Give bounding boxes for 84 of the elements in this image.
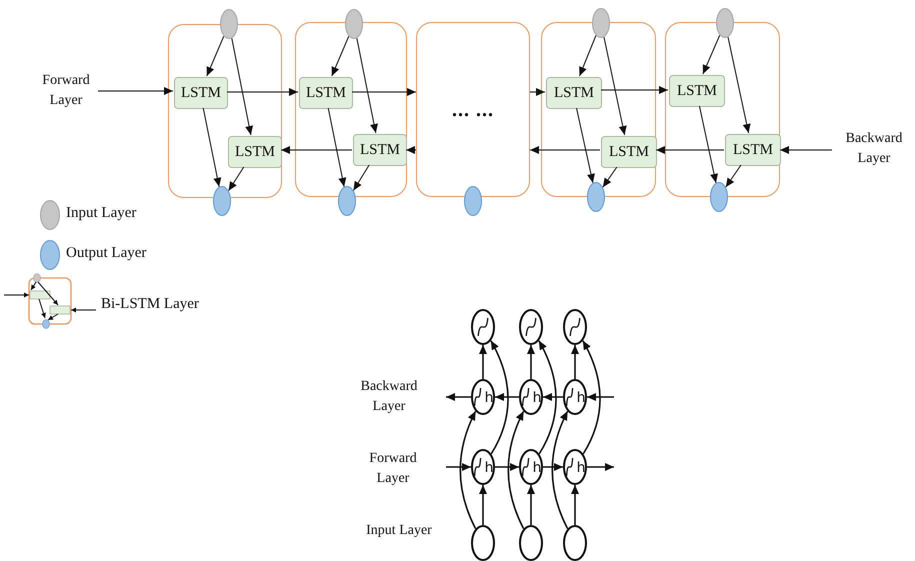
arrow xyxy=(582,340,601,454)
arrow xyxy=(479,345,487,379)
arrow xyxy=(231,38,254,136)
arrow xyxy=(698,106,718,184)
hidden-unit: h xyxy=(519,379,543,415)
arrow xyxy=(530,88,546,96)
output-node xyxy=(338,186,356,216)
output-unit xyxy=(563,309,587,345)
arrow xyxy=(495,393,519,401)
lstm-cell: LSTM xyxy=(299,77,353,109)
output-node xyxy=(710,182,728,212)
layer-frame xyxy=(168,24,282,198)
hidden-unit: h xyxy=(519,449,543,485)
output-node xyxy=(464,186,482,216)
output-unit xyxy=(519,309,543,345)
input-node xyxy=(220,9,238,39)
lstm-cell: LSTM xyxy=(353,134,407,166)
input-node xyxy=(592,8,610,38)
output-node xyxy=(213,186,231,216)
arrow xyxy=(495,463,519,471)
arrow xyxy=(543,393,563,401)
arrow xyxy=(331,36,350,76)
hidden-unit: h xyxy=(563,449,587,485)
arrow xyxy=(530,146,600,154)
lstm-cell: LSTM xyxy=(228,136,282,168)
arrow xyxy=(600,86,668,94)
arrow xyxy=(602,166,618,188)
arrow xyxy=(406,146,416,154)
legend-label: Input Layer xyxy=(66,205,136,222)
arrow xyxy=(587,463,614,471)
arrow xyxy=(780,146,832,154)
arrow xyxy=(202,108,222,188)
lstm-cell: LSTM xyxy=(601,136,657,168)
layer-label: Backward Layer xyxy=(360,378,418,416)
arrow xyxy=(656,146,724,154)
layer-label: Input Layer xyxy=(366,522,432,540)
input-node xyxy=(716,8,734,38)
arrow xyxy=(228,166,244,192)
layer-label: Forward Layer xyxy=(368,450,418,488)
arrow xyxy=(538,340,557,454)
arrow xyxy=(479,485,487,525)
arrow xyxy=(446,463,471,471)
arrow xyxy=(98,87,174,95)
lstm-cell: LSTM xyxy=(725,134,781,166)
output-unit xyxy=(471,309,495,345)
arrow xyxy=(576,108,595,184)
hidden-unit: h xyxy=(471,449,495,485)
lstm-cell: LSTM xyxy=(174,77,228,109)
arrow xyxy=(352,164,370,192)
hidden-unit: h xyxy=(563,379,587,415)
legend-label: Output Layer xyxy=(66,245,146,262)
input-node xyxy=(345,9,363,39)
arrow xyxy=(702,34,720,74)
input-unit xyxy=(471,525,495,561)
arrow xyxy=(527,345,535,379)
arrow xyxy=(356,38,378,134)
arrow xyxy=(280,146,352,154)
arrow xyxy=(587,393,614,401)
lstm-cell: LSTM xyxy=(669,75,725,107)
hidden-unit: h xyxy=(471,379,495,415)
input-unit xyxy=(519,525,543,561)
legend-label: Bi-LSTM Layer xyxy=(101,296,199,313)
arrow xyxy=(446,393,471,401)
arrow xyxy=(571,345,579,379)
arrow xyxy=(328,108,346,188)
arrow xyxy=(352,88,416,96)
output-node xyxy=(587,182,605,212)
lstm-cell: LSTM xyxy=(546,77,602,109)
arrow xyxy=(206,36,224,76)
arrow xyxy=(728,36,751,134)
arrow xyxy=(571,485,579,525)
arrow xyxy=(579,34,596,76)
arrow xyxy=(725,164,742,188)
arrow xyxy=(490,340,509,454)
arrow xyxy=(527,485,535,525)
layer-label: Backward Layer xyxy=(832,128,915,170)
arrow xyxy=(543,463,563,471)
arrow xyxy=(603,36,627,136)
input-unit xyxy=(563,525,587,561)
arrow xyxy=(226,88,298,96)
layer-label: Forward Layer xyxy=(34,70,98,112)
arrow xyxy=(460,410,476,530)
arrow xyxy=(508,410,524,530)
arrow xyxy=(552,410,568,530)
